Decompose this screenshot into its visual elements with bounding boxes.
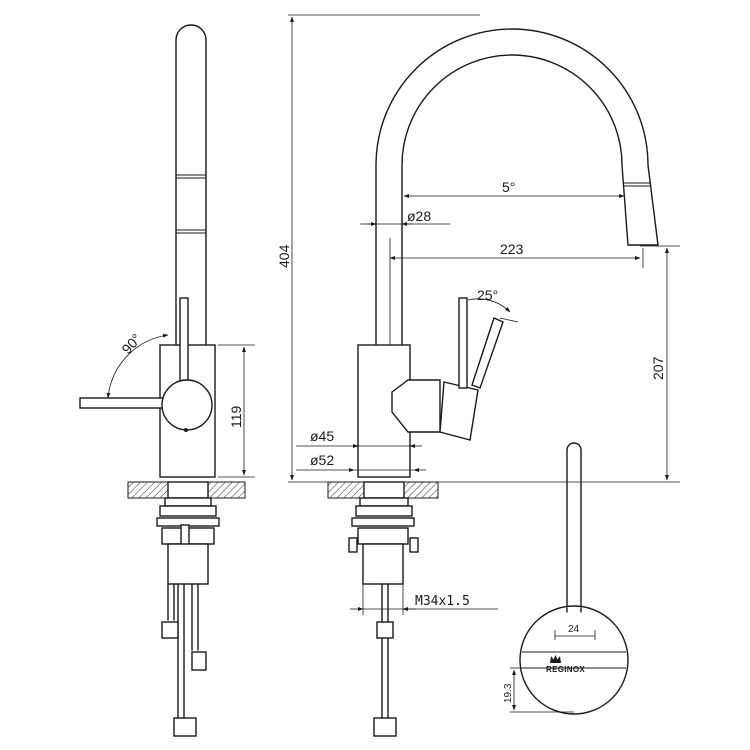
handle-angle-label: 25° xyxy=(477,287,498,303)
side-swivel-arc xyxy=(106,333,169,399)
front-mount-bolt-right xyxy=(409,537,419,553)
front-mount-bracket xyxy=(357,527,409,545)
side-shank xyxy=(167,543,209,585)
side-hose-fitting-2 xyxy=(191,651,207,671)
body-diameter-label: ø45 xyxy=(310,428,334,444)
handle-detail-view: 24 REGINOX 19.3 xyxy=(503,442,629,715)
handle-stem xyxy=(566,442,582,613)
side-view: 90° 119 xyxy=(79,24,255,737)
side-spout-outline xyxy=(175,24,207,346)
front-shank xyxy=(362,543,404,585)
side-countertop-hole xyxy=(167,481,209,499)
front-mount-nut xyxy=(359,497,409,507)
side-hub-mark xyxy=(184,428,188,432)
front-countertop-hole xyxy=(363,481,405,499)
handle-angle-arc xyxy=(467,298,511,313)
handle-stem-join xyxy=(566,607,582,613)
reach-label: 223 xyxy=(500,241,524,257)
spout-height-label: 207 xyxy=(650,356,666,380)
thread-label: M34x1.5 xyxy=(415,594,470,609)
handle-offset-label: 19.3 xyxy=(503,683,514,703)
total-height-label: 404 xyxy=(276,244,292,268)
front-hose-fitting-2 xyxy=(373,717,397,737)
front-lever-block xyxy=(439,381,479,441)
side-mount-washer xyxy=(159,505,217,517)
front-lever-open xyxy=(471,317,504,389)
side-hose-fitting-1 xyxy=(161,621,179,639)
front-lever-closed xyxy=(458,297,468,389)
side-lever-vertical xyxy=(179,297,189,391)
front-view: 25° 404 5° ø28 223 xyxy=(276,14,680,737)
front-mount-plate xyxy=(351,517,415,527)
front-spout-inner xyxy=(401,54,629,346)
side-mount-nut xyxy=(164,497,212,507)
base-diameter-label: ø52 xyxy=(310,452,334,468)
brand-logo-text: REGINOX xyxy=(546,665,585,674)
front-hose-fitting-1 xyxy=(376,621,394,639)
swivel-angle-label: 90° xyxy=(118,331,144,357)
front-spout-outer xyxy=(375,28,659,346)
handle-base-circle xyxy=(519,605,629,715)
crown-icon xyxy=(550,655,561,663)
handle-width-label: 24 xyxy=(568,624,580,635)
side-hose-fitting-3 xyxy=(173,717,197,737)
body-height-label: 119 xyxy=(228,405,244,428)
spout-angle-label: 5° xyxy=(502,179,515,195)
spout-diameter-label: ø28 xyxy=(407,208,431,224)
side-handle-hub xyxy=(161,379,213,431)
front-mount-washer xyxy=(355,505,413,517)
handle-angle-leader xyxy=(499,317,519,323)
front-mount-bolt-left xyxy=(348,537,358,553)
